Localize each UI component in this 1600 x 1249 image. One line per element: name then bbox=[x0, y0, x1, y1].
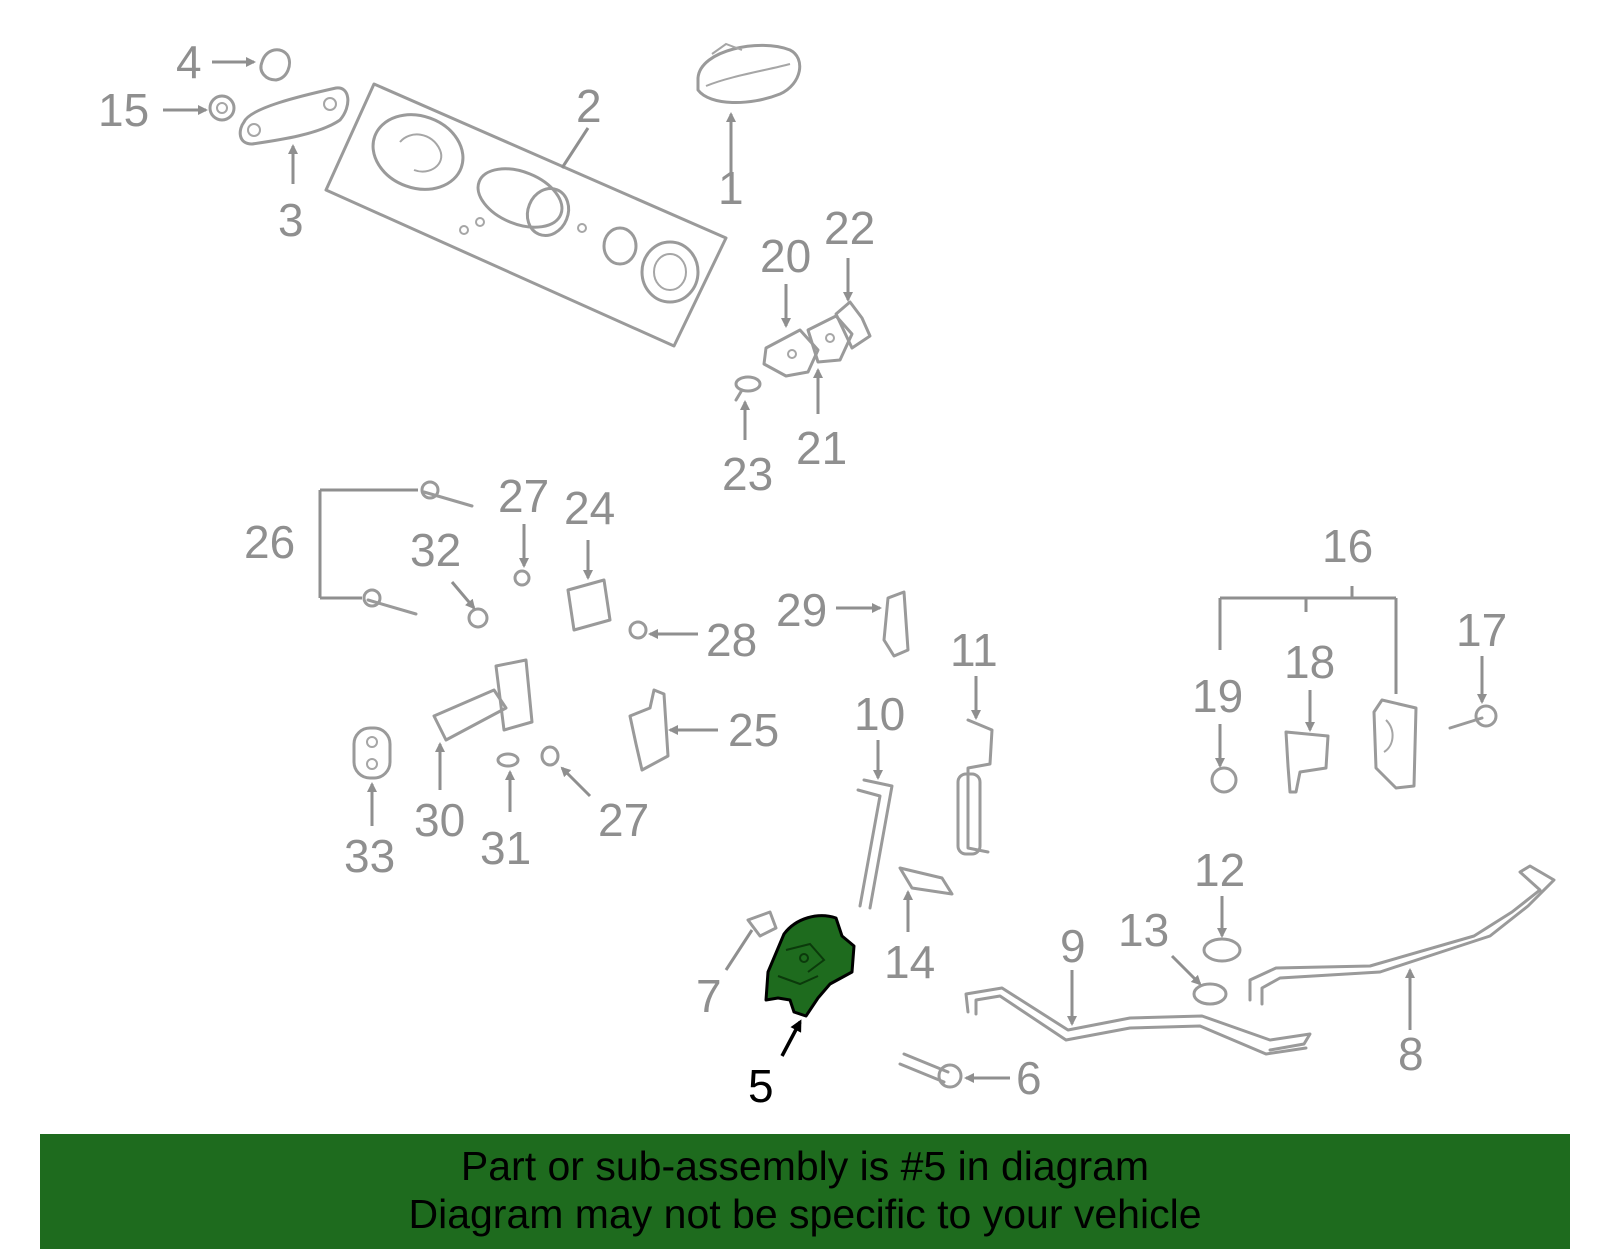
callout-14: 14 bbox=[884, 936, 935, 988]
part-15-grommet bbox=[208, 94, 236, 122]
part-4-clip bbox=[259, 48, 291, 82]
callout-27b: 27 bbox=[598, 794, 649, 846]
callout-6: 6 bbox=[1016, 1052, 1042, 1104]
banner-line-1: Part or sub-assembly is #5 in diagram bbox=[460, 1143, 1150, 1189]
part-30-door-check bbox=[432, 658, 534, 742]
callout-32: 32 bbox=[410, 524, 461, 576]
callout-11: 11 bbox=[950, 624, 998, 676]
part-8-rod bbox=[1248, 864, 1556, 1006]
callout-3: 3 bbox=[278, 194, 304, 246]
part-14-clip bbox=[898, 866, 954, 896]
part-25-bracket bbox=[628, 688, 670, 772]
leader-2 bbox=[560, 127, 590, 169]
part-20-21-22-latch-parts bbox=[762, 300, 872, 378]
part-16-latch-assembly bbox=[1372, 698, 1418, 790]
leader-26 bbox=[318, 488, 418, 600]
callout-26: 26 bbox=[244, 516, 295, 568]
banner-line-2: Diagram may not be specific to your vehi… bbox=[408, 1191, 1202, 1237]
leader-16-bracket bbox=[1218, 586, 1398, 694]
callout-18: 18 bbox=[1284, 636, 1335, 688]
callout-10: 10 bbox=[854, 688, 905, 740]
callout-4: 4 bbox=[176, 36, 202, 88]
part-1-outside-handle bbox=[696, 42, 802, 104]
part-13-grommet bbox=[1192, 982, 1228, 1006]
part-17-screw bbox=[1448, 704, 1498, 730]
part-29-bracket bbox=[882, 590, 910, 658]
callout-30: 30 bbox=[414, 794, 465, 846]
part-19-nut bbox=[1210, 766, 1238, 794]
part-12-grommet bbox=[1202, 937, 1242, 963]
callout-21: 21 bbox=[796, 422, 847, 474]
callout-5: 5 bbox=[748, 1060, 774, 1112]
callout-31: 31 bbox=[480, 822, 531, 874]
part-27-clip-b bbox=[540, 745, 560, 767]
part-11-rod bbox=[956, 718, 994, 856]
callout-23: 23 bbox=[722, 448, 773, 500]
leader-5 bbox=[780, 1019, 802, 1057]
callout-24: 24 bbox=[564, 482, 615, 534]
part-31-pin bbox=[496, 752, 520, 768]
callout-15: 15 bbox=[98, 84, 149, 136]
part-9-rod bbox=[964, 986, 1312, 1056]
part-6-bolt bbox=[898, 1052, 963, 1089]
part-18-lever bbox=[1284, 730, 1330, 794]
callout-27a: 27 bbox=[498, 470, 549, 522]
callout-22: 22 bbox=[824, 202, 875, 254]
part-28-clip bbox=[628, 620, 648, 640]
callout-17: 17 bbox=[1456, 604, 1507, 656]
part-27-clip-a bbox=[513, 569, 531, 587]
leader-13 bbox=[1170, 954, 1202, 986]
callout-25: 25 bbox=[728, 704, 779, 756]
leader-7 bbox=[724, 929, 754, 971]
callout-33: 33 bbox=[344, 830, 395, 882]
callout-2: 2 bbox=[576, 80, 602, 132]
callout-19: 19 bbox=[1192, 670, 1243, 722]
part-7-clip bbox=[746, 910, 778, 938]
callout-28: 28 bbox=[706, 614, 757, 666]
part-10-rod bbox=[856, 778, 894, 910]
callout-7: 7 bbox=[696, 970, 722, 1022]
callout-20: 20 bbox=[760, 230, 811, 282]
callout-16: 16 bbox=[1322, 520, 1373, 572]
callout-1: 1 bbox=[718, 162, 744, 214]
callout-12: 12 bbox=[1194, 844, 1245, 896]
callout-9: 9 bbox=[1060, 920, 1086, 972]
part-26-bolts bbox=[362, 480, 474, 616]
part-24-cover bbox=[566, 578, 612, 632]
info-banner: Part or sub-assembly is #5 in diagram Di… bbox=[40, 1134, 1570, 1249]
callout-13: 13 bbox=[1118, 904, 1169, 956]
part-3-bracket bbox=[238, 86, 350, 146]
part-32-nut bbox=[467, 607, 489, 629]
leader-27b bbox=[560, 766, 592, 798]
leader-32 bbox=[450, 581, 476, 610]
part-5-door-latch-highlighted[interactable] bbox=[764, 914, 856, 1018]
callout-8: 8 bbox=[1398, 1028, 1424, 1080]
part-33-seal bbox=[352, 726, 392, 780]
callout-29: 29 bbox=[776, 584, 827, 636]
part-23-screw bbox=[734, 375, 762, 402]
part-2-lock-cylinder-kit bbox=[324, 82, 728, 348]
